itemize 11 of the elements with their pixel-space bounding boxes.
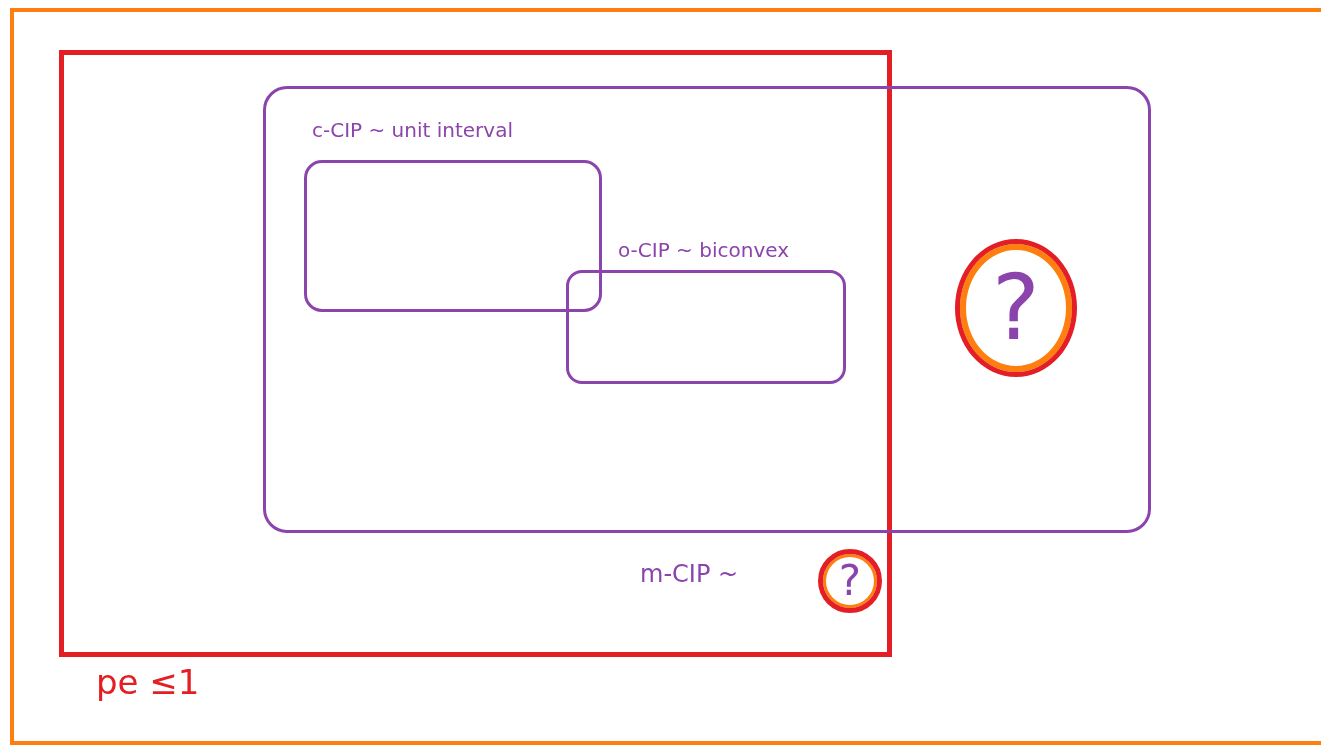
frame-box — [10, 8, 1321, 745]
frame-box — [59, 50, 892, 657]
question-circle: ? — [818, 549, 882, 613]
annotation-text: m-CIP ~ — [640, 560, 739, 588]
frame-box — [304, 160, 602, 312]
question-circle: ? — [955, 239, 1077, 377]
annotation-text: c-CIP ~ unit interval — [312, 118, 513, 142]
frame-box — [566, 270, 846, 384]
frame-box — [263, 86, 1151, 533]
annotation-text: o-CIP ~ biconvex — [618, 238, 789, 262]
annotation-text: pe ≤1 — [96, 662, 200, 702]
